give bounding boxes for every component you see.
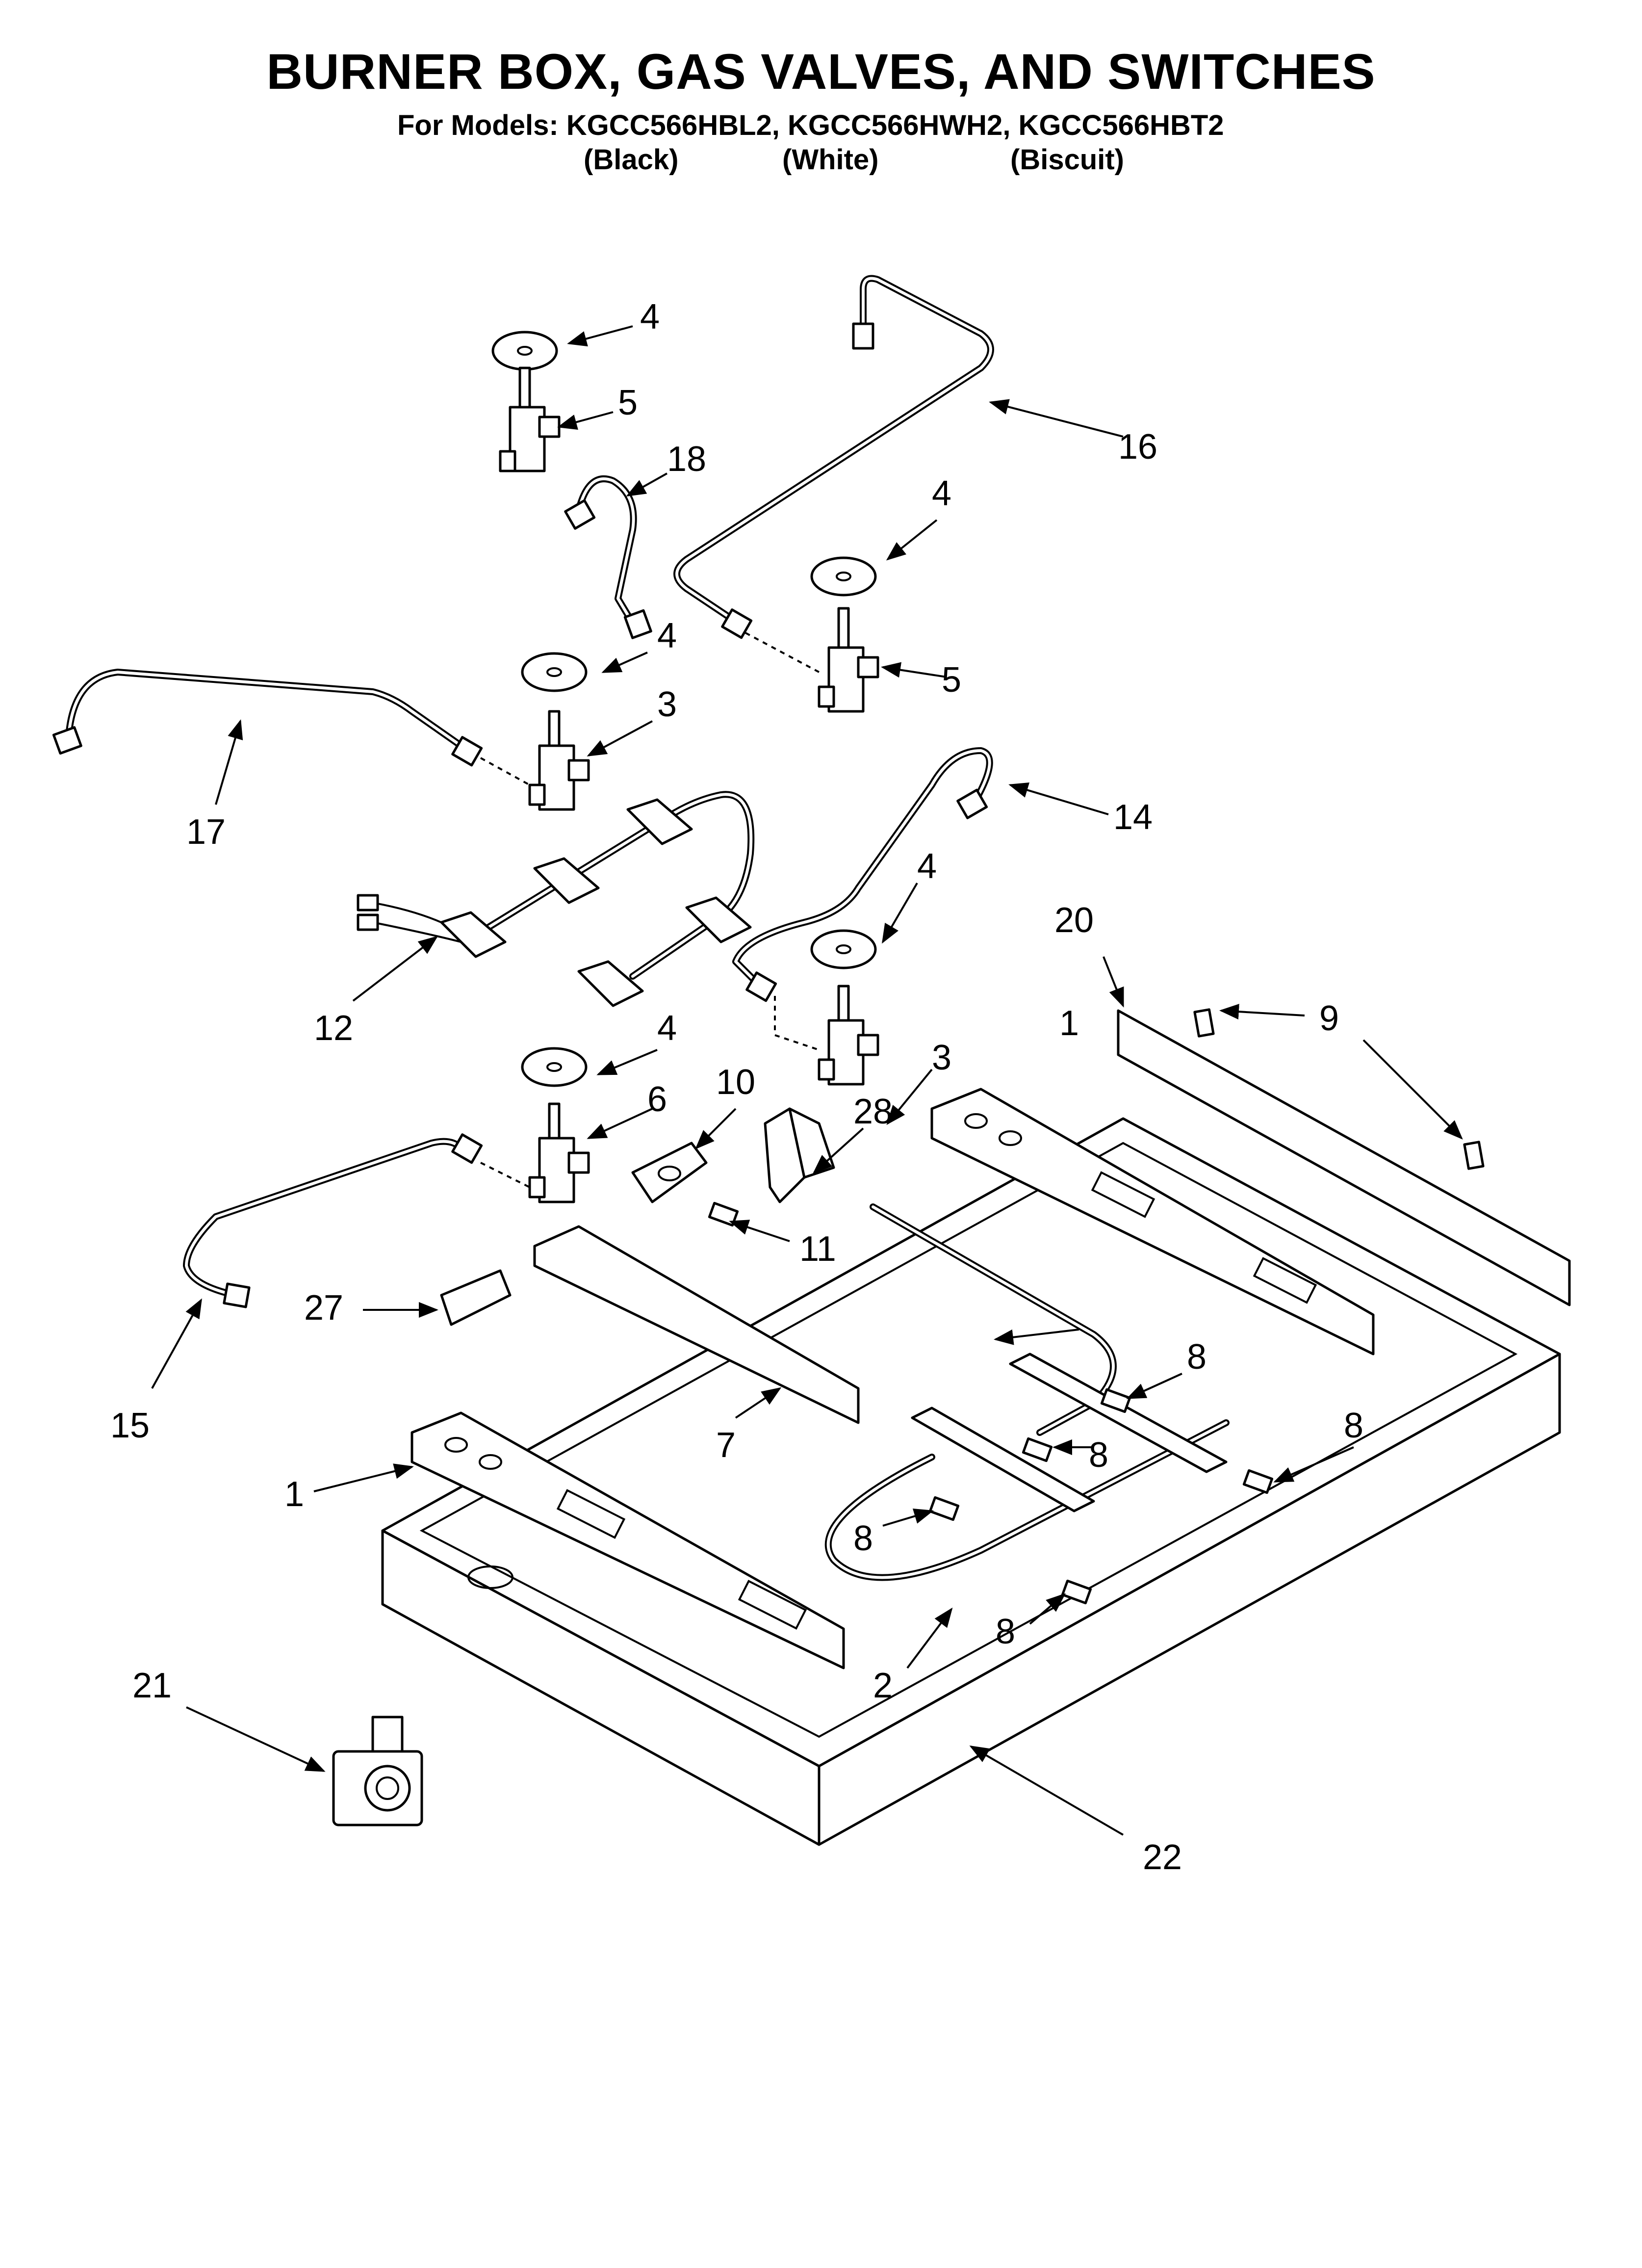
tube-18 [564, 475, 652, 639]
burner-support-right-1 [930, 1088, 1375, 1356]
callout-1: 1 [1059, 1004, 1079, 1043]
callout-1: 1 [284, 1475, 304, 1514]
callout-3: 3 [932, 1038, 951, 1077]
callout-4: 4 [917, 847, 937, 886]
models-line: For Models: KGCC566HBL2, KGCC566HWH2, KG… [397, 109, 1224, 141]
callout-10: 10 [716, 1063, 755, 1102]
burner-support-left-1 [410, 1411, 845, 1669]
center-bracket-7 [533, 1225, 860, 1424]
callout-4: 4 [657, 616, 677, 655]
callout-4: 4 [640, 297, 660, 337]
screws [708, 1008, 1485, 1605]
callout-9: 9 [1319, 999, 1339, 1038]
callout-22: 22 [1143, 1838, 1182, 1877]
callout-8: 8 [1344, 1406, 1363, 1445]
bracket-10 [631, 1142, 708, 1203]
tube-17 [52, 669, 530, 786]
callout-5: 5 [618, 383, 638, 422]
callout-12: 12 [314, 1009, 353, 1048]
page-title: BURNER BOX, GAS VALVES, AND SWITCHES [266, 44, 1376, 100]
gas-valve-3-left [521, 652, 590, 811]
pressure-regulator-21 [332, 1716, 423, 1826]
callout-8: 8 [996, 1612, 1015, 1651]
gas-valve-5-top [491, 331, 561, 472]
callout-18: 18 [667, 440, 706, 479]
bracket-28 [764, 1107, 835, 1203]
callout-8: 8 [1089, 1435, 1108, 1475]
callout-15: 15 [110, 1406, 150, 1445]
color-biscuit: (Biscuit) [1010, 144, 1124, 176]
callout-2: 2 [873, 1666, 893, 1705]
callout-17: 17 [186, 812, 226, 852]
switch-harness-12 [357, 791, 755, 1007]
callout-27: 27 [304, 1288, 343, 1328]
tube-15 [183, 1133, 530, 1308]
callout-8: 8 [1187, 1337, 1206, 1377]
callout-4: 4 [932, 474, 951, 513]
callout-labels: 4 5 18 16 4 5 4 3 17 14 4 12 4 20 9 1 3 … [110, 297, 1363, 1877]
color-white: (White) [782, 144, 879, 176]
callout-21: 21 [132, 1666, 172, 1705]
callout-28: 28 [853, 1092, 893, 1131]
callout-6: 6 [647, 1080, 667, 1119]
tube-16 [673, 275, 994, 673]
burner-frame-2 [824, 1203, 1230, 1581]
tube-14 [732, 747, 993, 1051]
rear-bracket-20 [1117, 1009, 1571, 1306]
callout-3: 3 [657, 685, 677, 724]
switch-27 [440, 1269, 512, 1326]
callout-4: 4 [657, 1009, 677, 1048]
callout-8: 8 [853, 1519, 873, 1558]
gas-valve-3-right [810, 929, 879, 1086]
gas-valve-6 [521, 1047, 590, 1203]
callout-11: 11 [799, 1229, 836, 1269]
callout-20: 20 [1054, 901, 1094, 940]
leader-lines [151, 325, 1463, 1836]
callout-7: 7 [716, 1426, 736, 1465]
callout-5: 5 [942, 660, 961, 700]
color-black: (Black) [584, 144, 679, 176]
callout-14: 14 [1113, 798, 1153, 837]
gas-valve-5-right [810, 556, 879, 713]
callout-16: 16 [1118, 427, 1157, 467]
